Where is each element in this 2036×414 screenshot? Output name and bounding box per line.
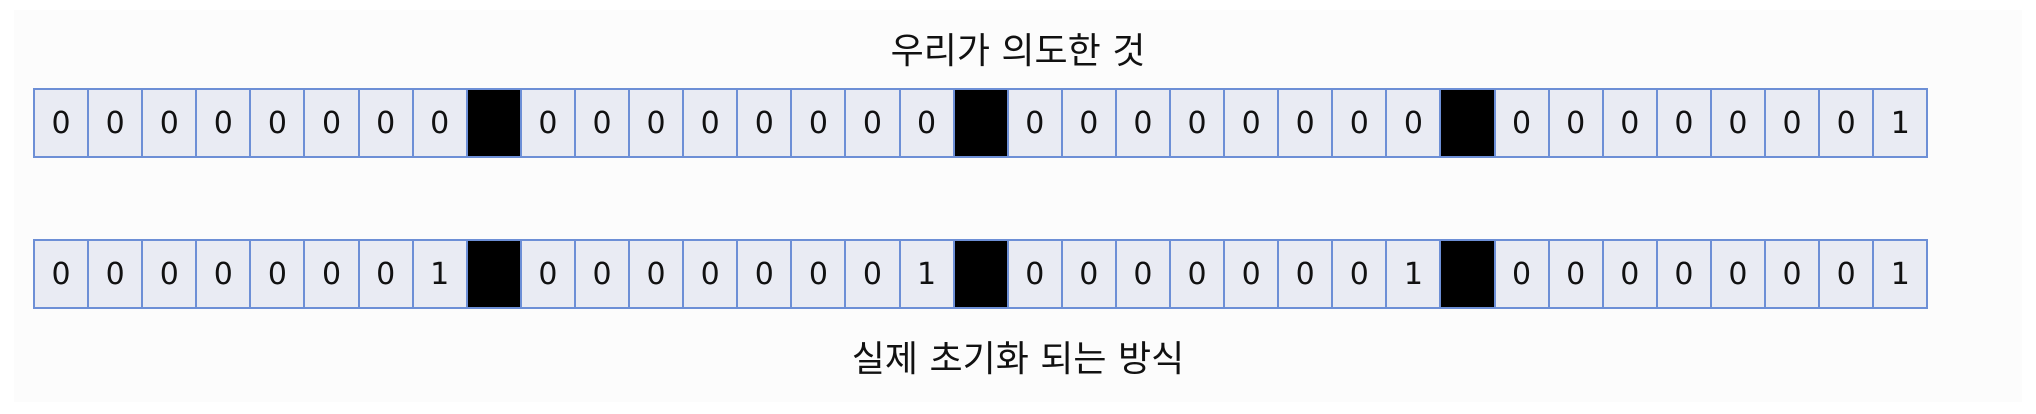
bit-cell: 0	[1818, 239, 1875, 309]
bit-cell: 0	[87, 239, 144, 309]
bit-cell: 0	[249, 239, 306, 309]
bit-cell: 0	[519, 239, 576, 309]
bit-cell: 0	[573, 88, 631, 158]
bit-cell: 0	[1114, 88, 1171, 158]
caption-actual: 실제 초기화 되는 방식	[851, 339, 1185, 380]
bit-cell: 0	[1493, 88, 1550, 158]
bit-cell: 0	[1601, 239, 1658, 309]
bit-cell: 0	[1385, 88, 1442, 158]
bit-cell: 0	[898, 88, 955, 158]
bit-cell: 0	[303, 88, 360, 158]
bit-cell: 0	[195, 88, 252, 158]
group-separator	[465, 239, 522, 309]
bit-cell: 1	[411, 239, 468, 309]
bit-cell: 0	[1764, 239, 1821, 309]
bit-cell: 0	[249, 88, 306, 158]
bit-cell: 0	[1655, 88, 1712, 158]
caption-intended: 우리가 의도한 것	[890, 31, 1146, 72]
bit-cell: 0	[141, 88, 198, 158]
group-separator	[1439, 88, 1496, 158]
group-separator	[952, 88, 1009, 158]
bit-cell: 0	[1709, 88, 1766, 158]
bit-cell: 0	[87, 88, 144, 158]
bit-cell: 1	[1872, 239, 1929, 309]
bit-cell: 0	[303, 239, 360, 309]
bit-cell: 0	[1277, 239, 1334, 309]
bit-cell: 0	[1168, 88, 1226, 158]
diagram-canvas	[14, 10, 2022, 402]
bit-cell: 0	[357, 88, 414, 158]
bit-cell: 0	[1060, 239, 1117, 309]
group-separator	[1439, 239, 1496, 309]
bit-cell: 0	[682, 88, 739, 158]
bit-cell: 0	[1277, 88, 1334, 158]
bit-cell: 0	[790, 88, 847, 158]
bit-cell: 0	[682, 239, 739, 309]
bit-cell: 0	[195, 239, 252, 309]
bit-cell: 0	[1547, 239, 1604, 309]
bit-cell: 0	[1764, 88, 1821, 158]
bit-cell: 0	[1114, 239, 1171, 309]
bit-cell: 0	[1331, 239, 1388, 309]
bit-cell: 0	[1168, 239, 1226, 309]
bit-cell: 0	[1331, 88, 1388, 158]
bit-cell: 0	[33, 239, 90, 309]
bit-cell: 0	[736, 239, 793, 309]
group-separator	[465, 88, 522, 158]
bit-cell: 0	[1818, 88, 1875, 158]
group-separator	[952, 239, 1009, 309]
bit-cell: 0	[1493, 239, 1550, 309]
bit-cell: 0	[736, 88, 793, 158]
bit-cell: 0	[628, 88, 685, 158]
bit-cell: 0	[1655, 239, 1712, 309]
bit-cell: 0	[573, 239, 631, 309]
bit-cell: 0	[628, 239, 685, 309]
bit-cell: 0	[1006, 239, 1063, 309]
bit-cell: 1	[898, 239, 955, 309]
bit-cell: 0	[141, 239, 198, 309]
bit-cell: 0	[519, 88, 576, 158]
bit-cell: 0	[1060, 88, 1117, 158]
bit-cell: 0	[1223, 88, 1280, 158]
bit-cell: 0	[844, 88, 901, 158]
bit-cell: 1	[1872, 88, 1929, 158]
bit-cell: 0	[1601, 88, 1658, 158]
bit-cell: 0	[1709, 239, 1766, 309]
bit-cell: 0	[1223, 239, 1280, 309]
bit-cell: 0	[33, 88, 90, 158]
bit-cell: 0	[790, 239, 847, 309]
bit-cell: 1	[1385, 239, 1442, 309]
bit-cell: 0	[357, 239, 414, 309]
bit-cell: 0	[1547, 88, 1604, 158]
bit-cell: 0	[844, 239, 901, 309]
bit-cell: 0	[1006, 88, 1063, 158]
bit-cell: 0	[411, 88, 468, 158]
